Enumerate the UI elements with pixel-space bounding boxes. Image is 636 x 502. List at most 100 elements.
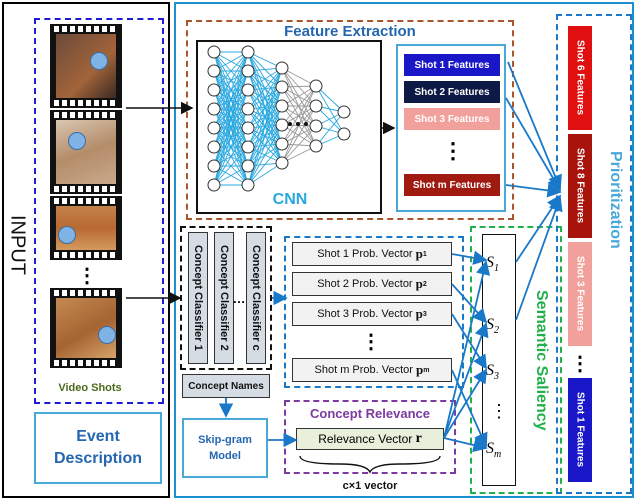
cnn-edge (281, 85, 317, 107)
cnn-node (207, 159, 221, 173)
cnn-edge (281, 105, 317, 147)
cnn-label: CNN (272, 191, 308, 208)
prob-vector-sup: 2 (422, 280, 427, 288)
cnn-edge (247, 67, 283, 129)
cnn-node (207, 64, 221, 78)
classifier-dots: … (232, 290, 246, 306)
video-frame (50, 288, 122, 368)
feature-item: Shot 2 Features (404, 81, 500, 103)
video-shots-label: Video Shots (58, 382, 122, 394)
relevance-vector-symbol: r (415, 431, 422, 446)
cnn-edge (315, 85, 345, 135)
cnn-box (196, 40, 382, 214)
cnn-node (241, 83, 255, 97)
score-symbol: S (486, 254, 494, 271)
cnn-edge (281, 125, 317, 164)
concept-classifier: Concept Classifier 1 (188, 232, 208, 364)
cnn-edge (247, 67, 283, 148)
cnn-node (207, 140, 221, 154)
cnn-edge (247, 162, 283, 186)
features-ellipsis: ⋮ (442, 138, 464, 163)
cnn-node (275, 118, 289, 132)
cnn-node (207, 121, 221, 135)
cnn-node (241, 121, 255, 135)
cnn-dot (296, 122, 300, 126)
concept-classifier: Concept Classifier 2 (214, 232, 234, 364)
priority-item: Shot 6 Features (568, 26, 592, 130)
cnn-edge (213, 127, 249, 186)
cnn-node (207, 102, 221, 116)
feature-extraction-title: Feature Extraction (284, 22, 416, 40)
feature-item: Shot 3 Features (404, 108, 500, 130)
cnn-dot (288, 122, 292, 126)
score-symbol: S (486, 440, 494, 457)
prob-vector-sup: 3 (422, 310, 427, 318)
event-description-box: Event Description (34, 412, 162, 484)
cnn-node (207, 83, 221, 97)
input-panel (2, 2, 170, 498)
relevance-vector: Relevance Vector r (296, 428, 444, 450)
prob-vector-symbol: p (415, 276, 423, 291)
prob-vector-sup: m (423, 366, 430, 374)
cnn-node (241, 140, 255, 154)
score-symbol: S (486, 316, 494, 333)
concept-relevance-title: Concept Relevance (310, 405, 430, 421)
score-sub: 3 (494, 371, 499, 383)
cnn-node (241, 159, 255, 173)
video-frame (50, 24, 122, 108)
cnn-node (309, 139, 323, 153)
saliency-score: S2 (486, 316, 514, 338)
cnn-node (337, 127, 351, 141)
scores-ellipsis: ⋮ (490, 400, 508, 421)
cnn-edge (247, 105, 283, 186)
prob-vectors-ellipsis: ⋮ (361, 330, 381, 353)
video-ellipsis: ⋮ (77, 264, 97, 287)
saliency-score: Sm (486, 440, 514, 462)
saliency-score: S1 (486, 254, 514, 276)
cnn-edge (281, 86, 317, 127)
prob-vector-symbol: p (415, 246, 423, 261)
semantic-saliency-title: Semantic Saliency (533, 289, 550, 431)
cnn-node (337, 105, 351, 119)
score-sub: 2 (494, 325, 499, 337)
prob-vector-label: Shot 1 Prob. Vector (317, 248, 413, 260)
priority-ellipsis: ⋮ (570, 352, 590, 375)
cnn-node (275, 80, 289, 94)
feature-item: Shot m Features (404, 174, 500, 196)
cnn-node (207, 178, 221, 192)
cnn-edge (247, 67, 283, 110)
cnn-edge (213, 51, 249, 129)
cnn-edge (281, 85, 317, 126)
cnn-node (241, 64, 255, 78)
cnn-node (309, 119, 323, 133)
feature-item: Shot 1 Features (404, 54, 500, 76)
concept-names-box: Concept Names (182, 374, 270, 398)
priority-item: Shot 3 Features (568, 242, 592, 346)
prioritization-title: Prioritization (607, 151, 624, 249)
cnn-edge (247, 67, 283, 91)
relevance-vector-size: c×1 vector (342, 480, 398, 492)
cnn-node (275, 156, 289, 170)
cnn-edge (281, 85, 317, 145)
cnn-edge (213, 51, 249, 110)
video-frame (50, 196, 122, 260)
prob-vector-label: Shot 2 Prob. Vector (317, 278, 413, 290)
cnn-node (241, 45, 255, 59)
score-symbol: S (486, 362, 494, 379)
cnn-node (275, 61, 289, 75)
cnn-edge (213, 146, 249, 186)
cnn-edge (315, 105, 345, 135)
video-frame (50, 110, 122, 194)
score-sub: 1 (494, 263, 499, 275)
score-sub: m (494, 449, 502, 461)
cnn-network (207, 45, 351, 192)
prob-vector-symbol: p (415, 306, 423, 321)
saliency-score: S3 (486, 362, 514, 384)
cnn-node (275, 137, 289, 151)
priority-item: Shot 8 Features (568, 134, 592, 238)
cnn-node (241, 178, 255, 192)
priority-item: Shot 1 Features (568, 378, 592, 482)
